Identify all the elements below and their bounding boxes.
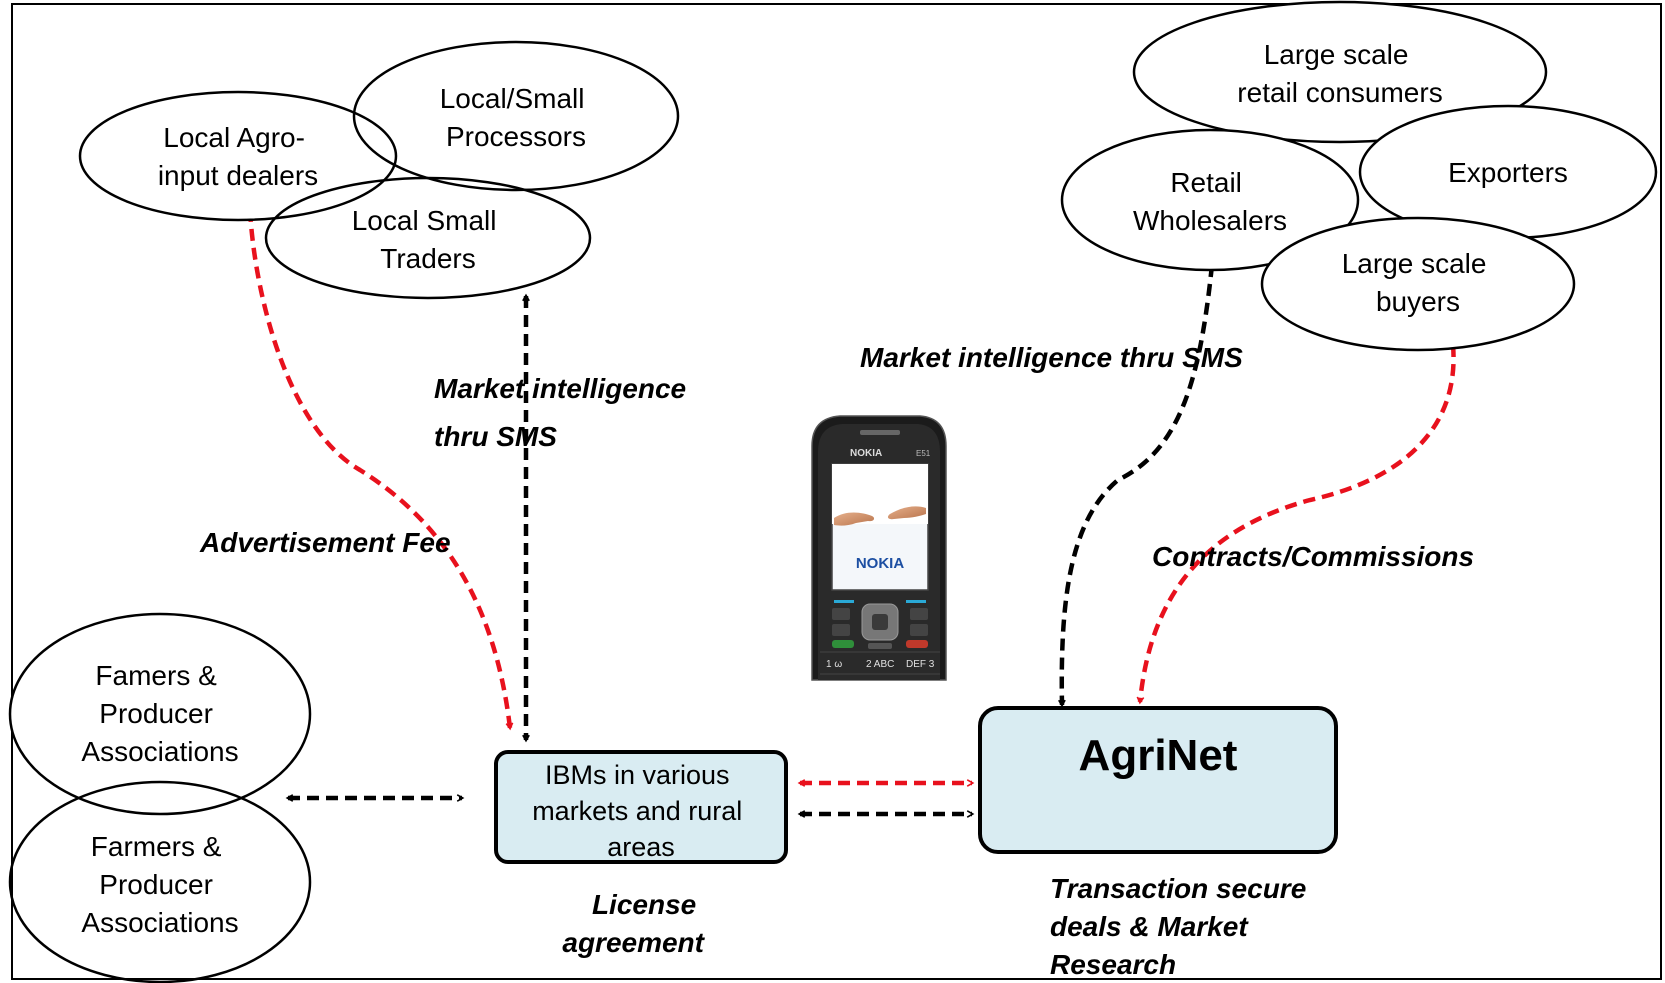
svg-text:Local/Small Processors: Local/Small Processors xyxy=(440,83,593,152)
market-intel-right-arrow xyxy=(1062,265,1212,705)
node-large-scale-retail-consumers: Large scale retail consumers xyxy=(1132,0,1548,144)
svg-text:Exporters: Exporters xyxy=(1448,157,1568,188)
phone-model: E51 xyxy=(916,449,931,458)
hand-left-icon xyxy=(834,512,875,526)
contracts-arrow xyxy=(1140,344,1456,702)
phone-key-1: 1 ω xyxy=(826,659,842,670)
node-large-scale-buyers: Large scale buyers xyxy=(1260,216,1576,352)
svg-text:Large scale retail consu: Large scale retail consumers xyxy=(1237,39,1442,108)
node-local-small-traders: Local Small Traders xyxy=(264,176,592,300)
svg-text:Local Small Traders: Local Small Traders xyxy=(352,205,505,274)
label-contracts-commissions: Contracts/Commissions xyxy=(1152,541,1474,572)
node-agrinet: AgriNet xyxy=(978,706,1338,854)
label-advertisement-fee: Advertisement Fee xyxy=(199,527,451,558)
node-farmers-producer-associations-2: Farmers & Producer Associations xyxy=(8,780,312,983)
node-retail-wholesalers: Retail Wholesalers xyxy=(1060,128,1360,272)
label-transaction-secure-deals: Transaction secure deals & Market Resear… xyxy=(1050,873,1314,980)
svg-text:Retail Wholesalers: Retail Wholesalers xyxy=(1133,167,1287,236)
label-market-intelligence-left: Market intelligence thru SMS xyxy=(434,373,694,452)
node-ibms: IBMs in various markets and rural areas xyxy=(494,750,788,864)
svg-text:Large scale buyers: Large scale buyers xyxy=(1342,248,1495,317)
phone-brand-top: NOKIA xyxy=(850,448,882,459)
home-key-icon xyxy=(832,608,850,620)
svg-text:Famers & Producer: Famers & Producer Associations xyxy=(81,660,238,767)
advert-fee-arrow xyxy=(247,209,510,728)
phone-brand-screen: NOKIA xyxy=(856,555,905,572)
mail-key-icon xyxy=(910,624,928,636)
call-key-icon xyxy=(832,640,854,648)
nokia-phone-image: NOKIA E51 NOKIA 1 ω 2 ABC DEF 3 xyxy=(811,415,947,681)
node-local-agro-input-dealers: Local Agro- input dealers xyxy=(78,90,398,222)
end-key-icon xyxy=(906,640,928,648)
label-license-agreement: License agreement xyxy=(562,889,705,958)
svg-text:Farmers & Producer: Farmers & Producer Associations xyxy=(81,831,238,938)
label-market-intelligence-right: Market intelligence thru SMS xyxy=(860,342,1243,373)
svg-text:AgriNet: AgriNet xyxy=(1079,731,1238,780)
phone-key-3: DEF 3 xyxy=(906,659,935,670)
node-local-small-processors: Local/Small Processors xyxy=(352,40,680,192)
node-exporters: Exporters xyxy=(1358,104,1658,240)
node-farmers-producer-associations-1: Famers & Producer Associations xyxy=(8,612,312,816)
diagram-frame xyxy=(11,3,1662,980)
svg-text:IBMs in various markets: IBMs in various markets and rural areas xyxy=(532,760,750,862)
svg-text:Local Agro- input dealer: Local Agro- input dealers xyxy=(158,122,318,191)
hand-right-icon xyxy=(887,506,926,520)
phone-key-2: 2 ABC xyxy=(866,659,894,670)
